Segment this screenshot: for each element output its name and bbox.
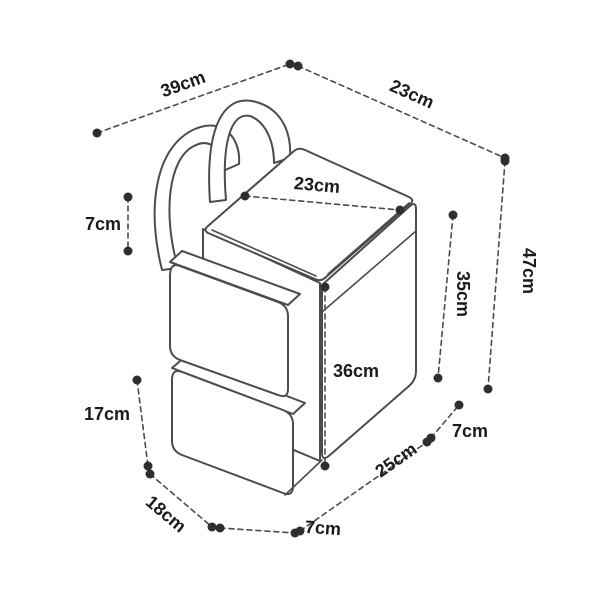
dimension-line (96, 63, 291, 134)
dimension-top-right-23cm: 23cm (293, 61, 510, 163)
dimension-endpoint-dot (123, 192, 133, 202)
lid-seam-line (321, 230, 417, 313)
dimension-base-side-7cm: 7cm (426, 400, 488, 443)
dimension-label: 7cm (85, 214, 121, 234)
dimension-endpoint-dot (320, 282, 330, 292)
dimension-endpoint-dot (145, 469, 155, 479)
dimension-pocket-height-17cm: 17cm (84, 375, 153, 471)
dimension-label: 47cm (519, 248, 539, 294)
dimension-label: 7cm (452, 421, 488, 441)
base-edge-line (284, 459, 323, 496)
body-top-face (204, 147, 414, 282)
backpack-drawing (153, 99, 417, 496)
dimension-endpoint-dot (320, 461, 330, 471)
dimension-endpoint-dot (207, 522, 217, 532)
strap-left (153, 124, 241, 271)
dimension-label: 23cm (387, 76, 437, 113)
pocket-lower-front-face (171, 370, 294, 496)
dimension-label: 23cm (293, 173, 341, 197)
dimension-endpoint-dot (448, 210, 458, 220)
dimension-endpoint-dot (483, 384, 493, 394)
dimension-endpoint-dot (132, 375, 142, 385)
dimension-label: 7cm (304, 517, 341, 539)
dimension-line (149, 473, 213, 528)
dimension-front-height-36cm: 36cm (320, 282, 379, 471)
dimension-endpoint-dot (215, 523, 225, 533)
dimension-line (437, 214, 454, 379)
dimension-endpoint-dot (293, 61, 303, 71)
dimension-line (219, 527, 296, 534)
dimension-endpoint-dot (500, 156, 510, 166)
dimension-base-front-7cm: 7cm (215, 517, 342, 539)
dimension-line (136, 379, 149, 467)
dimension-endpoint-dot (240, 191, 250, 201)
dimension-label: 35cm (453, 271, 473, 317)
dimension-endpoint-dot (454, 400, 464, 410)
dimension-lid-23cm: 23cm (240, 173, 405, 215)
dimension-line (297, 65, 506, 159)
dimension-endpoint-dot (92, 128, 102, 138)
dimension-line (299, 441, 428, 532)
dimension-label: 18cm (142, 492, 190, 537)
body-right-face (321, 203, 417, 459)
dimension-line (244, 195, 401, 211)
dimension-endpoint-dot (285, 59, 295, 69)
dimension-endpoint-dot (123, 246, 133, 256)
dimension-endpoint-dot (426, 433, 436, 443)
dimension-line (487, 160, 506, 390)
dimension-endpoint-dot (143, 461, 153, 471)
lid-rim-line (211, 202, 410, 277)
dimension-line (430, 404, 460, 439)
dimension-label: 36cm (333, 361, 379, 381)
dimension-endpoint-dot (433, 373, 443, 383)
dimension-base-width-18cm: 18cm (142, 469, 217, 537)
dimension-label: 25cm (371, 439, 420, 482)
dimension-strap-7cm: 7cm (85, 192, 133, 256)
dimension-overall-height-47cm: 47cm (483, 156, 539, 394)
dimension-label: 17cm (84, 404, 130, 424)
dimension-endpoint-dot (295, 526, 305, 536)
dimension-endpoint-dot (395, 205, 405, 215)
pocket-upper-front-face (169, 264, 289, 398)
dimension-side-height-35cm: 35cm (433, 210, 473, 383)
